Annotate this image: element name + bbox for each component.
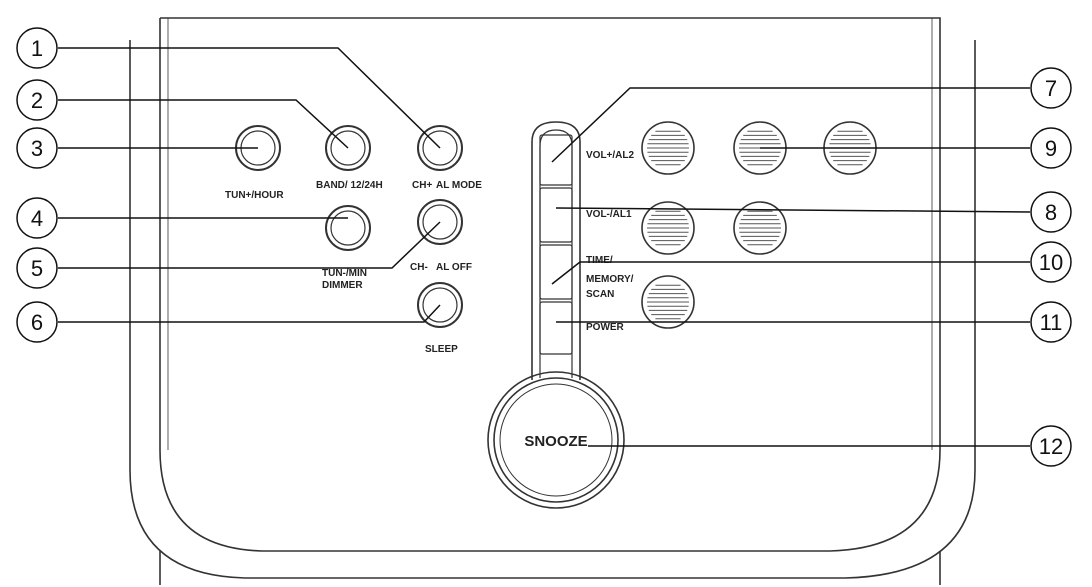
snooze-label: SNOOZE (524, 433, 587, 450)
band-button[interactable] (325, 125, 371, 171)
callout-number-12: 12 (1039, 434, 1063, 459)
al-mode-label: AL MODE (436, 180, 482, 191)
callout-circle-6 (16, 301, 58, 343)
sleep-button[interactable] (417, 282, 463, 328)
callout-number-1: 1 (31, 36, 43, 61)
leader-10 (551, 261, 1030, 285)
grille-rim (641, 275, 695, 329)
callout-circle-1 (16, 27, 58, 69)
leader-6 (58, 304, 441, 323)
ch-plus-label: CH+ (412, 180, 432, 191)
leader-1 (58, 47, 441, 149)
callout-number-7: 7 (1045, 76, 1057, 101)
al-off-label: AL OFF (436, 262, 472, 273)
tun-hour-label: TUN+/HOUR (225, 190, 284, 201)
power-label: POWER (586, 322, 625, 333)
tun-min-button[interactable] (325, 205, 371, 251)
device-body (129, 17, 976, 585)
time-memory-scan-key[interactable] (539, 244, 573, 300)
speaker-grille (641, 121, 695, 175)
power-key[interactable] (539, 301, 573, 355)
callout-circle-8 (1030, 191, 1072, 233)
vol-plus-key[interactable] (539, 134, 573, 186)
time-label: TIME/ (586, 255, 613, 266)
speaker-grille-group (641, 121, 877, 329)
callout-number-9: 9 (1045, 136, 1057, 161)
vol-minus-key[interactable] (539, 187, 573, 243)
callout-circle-9 (1030, 127, 1072, 169)
callout-circle-12 (1030, 425, 1072, 467)
callout-number-2: 2 (31, 88, 43, 113)
sleep-label: SLEEP (425, 344, 458, 355)
grille-rim (641, 121, 695, 175)
key-strip (531, 121, 581, 380)
snooze-button[interactable] (487, 371, 625, 509)
callout-number-5: 5 (31, 256, 43, 281)
band-label: BAND/ 12/24H (316, 180, 383, 191)
callout-circles (16, 27, 1072, 467)
memory-label: MEMORY/ (586, 274, 634, 285)
vol-plus-label: VOL+/AL2 (586, 150, 635, 161)
callout-number-8: 8 (1045, 200, 1057, 225)
callout-circle-11 (1030, 301, 1072, 343)
left-button-group (235, 125, 463, 328)
callout-leaders (58, 47, 1031, 447)
vol-minus-label: VOL-/AL1 (586, 209, 632, 220)
dimmer-label: DIMMER (322, 280, 363, 291)
leader-7 (551, 87, 1030, 163)
callout-circle-10 (1030, 241, 1072, 283)
callout-circle-7 (1030, 67, 1072, 109)
leader-2 (58, 99, 349, 149)
leader-8 (555, 207, 1031, 213)
grille-rim (641, 201, 695, 255)
callout-circle-5 (16, 247, 58, 289)
callout-number-11: 11 (1040, 310, 1063, 335)
al-off-button[interactable] (417, 199, 463, 245)
speaker-grille (641, 201, 695, 255)
speaker-grille (733, 201, 787, 255)
tun-min-label: TUN-/MIN (322, 268, 367, 279)
callout-number-10: 10 (1039, 250, 1063, 275)
scan-label: SCAN (586, 289, 614, 300)
callout-circle-3 (16, 127, 58, 169)
speaker-grille (641, 275, 695, 329)
ch-minus-label: CH- (410, 262, 428, 273)
callout-circle-2 (16, 79, 58, 121)
callout-circle-4 (16, 197, 58, 239)
callout-number-4: 4 (31, 206, 43, 231)
callout-number-6: 6 (31, 310, 43, 335)
grille-rim (733, 201, 787, 255)
callout-number-3: 3 (31, 136, 43, 161)
al-mode-button[interactable] (417, 125, 463, 171)
leader-5 (58, 221, 441, 269)
